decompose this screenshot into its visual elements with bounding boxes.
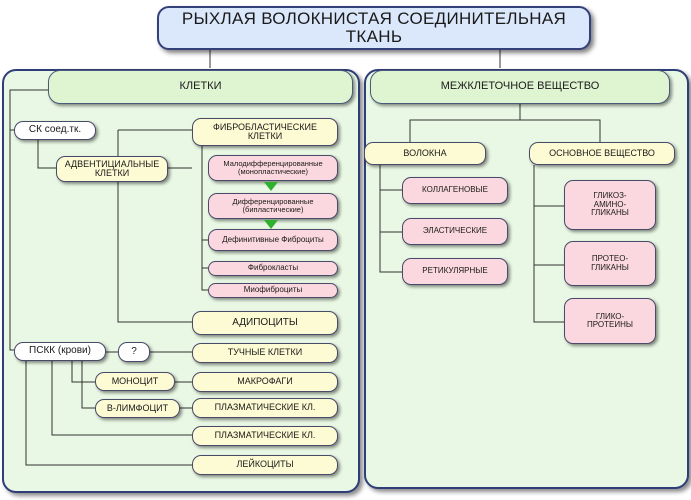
reticular-box: РЕТИКУЛЯРНЫЕ (402, 258, 508, 285)
mast-cells-box: ТУЧНЫЕ КЛЕТКИ (192, 343, 338, 363)
glycosaminoglycans-box: ГЛИКОЗ-АМИНО-ГЛИКАНЫ (564, 180, 656, 230)
lowdiff-box: Малодифференцированные (монопластические… (208, 155, 338, 181)
adventitial-box: АДВЕНТИЦИАЛЬНЫЕ КЛЕТКИ (56, 156, 168, 182)
definitive-box: Дефинитивные Фиброциты (208, 229, 338, 251)
glycoproteins-box: ГЛИКО-ПРОТЕИНЫ (564, 298, 656, 344)
proteoglycans-box: ПРОТЕО-ГЛИКАНЫ (564, 241, 656, 286)
plasma-cells-box-2: ПЛАЗМАТИЧЕСКИЕ КЛ. (192, 426, 338, 446)
fibroclasts-box: Фиброкласты (208, 261, 338, 276)
ground-substance-box: ОСНОВНОЕ ВЕЩЕСТВО (529, 142, 675, 165)
arrow-down-icon (264, 182, 278, 191)
leukocytes-box: ЛЕЙКОЦИТЫ (192, 455, 338, 475)
adipocytes-box: АДИПОЦИТЫ (192, 311, 338, 335)
psk-box: ПСКК (крови) (14, 342, 106, 361)
plasma-cells-box-1: ПЛАЗМАТИЧЕСКИЕ КЛ. (192, 398, 338, 418)
fibers-box: ВОЛОКНА (364, 142, 486, 165)
diff-box: Дифференцированные (бипластические) (208, 193, 338, 219)
cells-header: КЛЕТКИ (48, 70, 353, 104)
macrophages-box: МАКРОФАГИ (192, 372, 338, 392)
elastic-box: ЭЛАСТИЧЕСКИЕ (402, 218, 508, 245)
fibroblastic-box: ФИБРОБЛАСТИЧЕСКИЕ КЛЕТКИ (192, 118, 338, 146)
myofibrocytes-box: Миофиброциты (208, 283, 338, 298)
diagram-title: РЫХЛАЯ ВОЛОКНИСТАЯ СОЕДИНИТЕЛЬНАЯ ТКАНЬ (157, 6, 591, 50)
monocyte-box: МОНОЦИТ (95, 372, 175, 391)
b-lymphocyte-box: В-ЛИМФОЦИТ (95, 399, 180, 418)
intercellular-header: МЕЖКЛЕТОЧНОЕ ВЕЩЕСТВО (370, 70, 670, 104)
sk-box: СК соед.тк. (14, 121, 96, 140)
question-box: ? (118, 342, 150, 362)
collagen-box: КОЛЛАГЕНОВЫЕ (402, 177, 508, 204)
arrow-down-icon (264, 220, 278, 229)
